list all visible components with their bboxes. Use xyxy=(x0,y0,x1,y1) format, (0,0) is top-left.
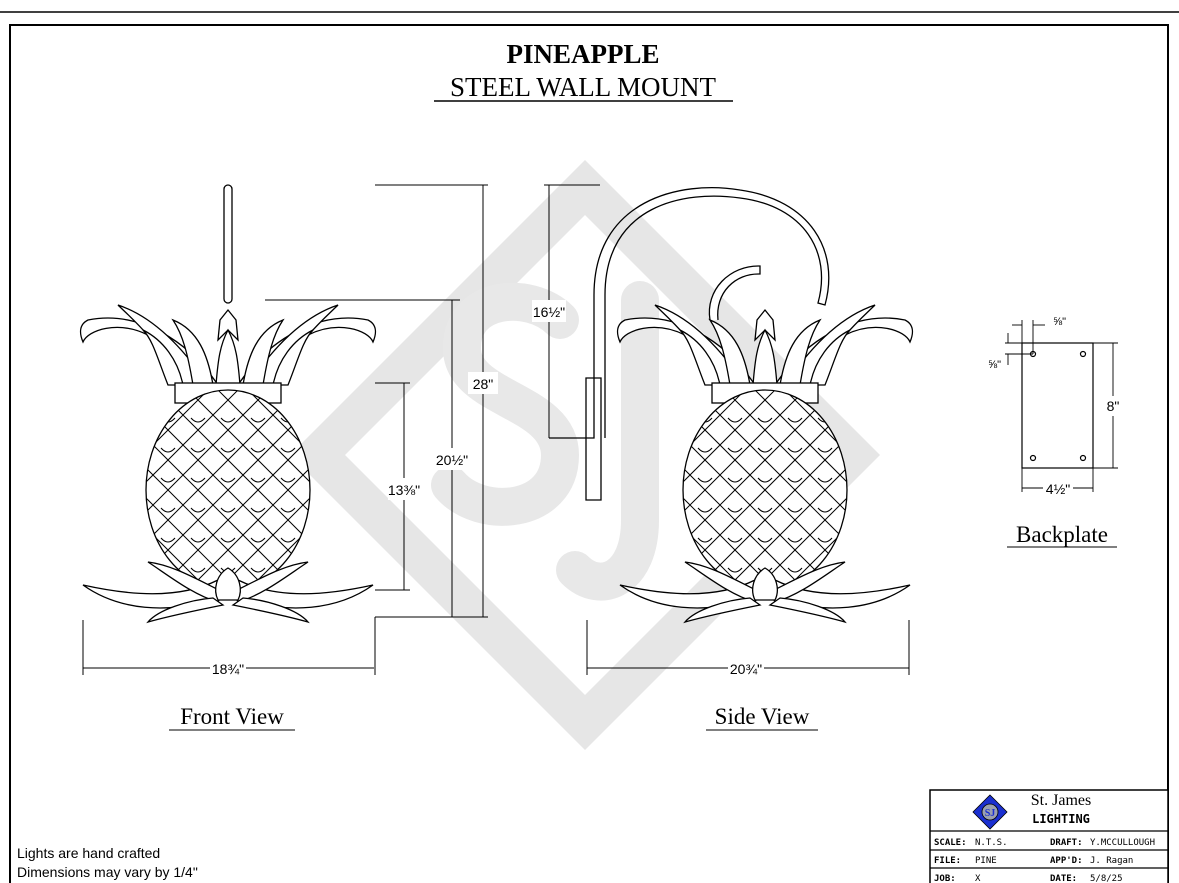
file-value: PINE xyxy=(975,856,997,866)
title-block: SJ St. James LIGHTING SCALE: N.T.S. DRAF… xyxy=(929,789,1169,883)
watermark-letter-s xyxy=(431,282,580,526)
side-view: 16½" 20¾" Side View xyxy=(532,184,985,731)
dim-fixture-height: 20½" xyxy=(436,452,468,468)
side-arm xyxy=(549,187,830,439)
draft-key: DRAFT: xyxy=(1050,838,1083,848)
dim-hole-offset-x: ⅝" xyxy=(1053,316,1066,328)
file-key: FILE: xyxy=(934,856,961,866)
backplate-rect xyxy=(1021,342,1094,469)
dim-body-height: 13⅜" xyxy=(388,482,420,498)
job-key: JOB: xyxy=(934,874,956,883)
scale-key: SCALE: xyxy=(934,838,967,848)
side-backplate xyxy=(585,377,602,501)
company-name: St. James xyxy=(1031,792,1091,809)
side-view-label: Side View xyxy=(715,704,810,729)
approved-key: APP'D: xyxy=(1050,856,1083,866)
dim-backplate-width: 4½" xyxy=(1046,481,1070,497)
title-line-2: STEEL WALL MOUNT xyxy=(450,72,716,102)
date-key: DATE: xyxy=(1050,874,1077,883)
note-hand-crafted: Lights are hand crafted xyxy=(17,845,161,861)
scale-value: N.T.S. xyxy=(975,838,1008,848)
backplate-label: Backplate xyxy=(1016,522,1108,547)
watermark-letter-j xyxy=(556,281,659,601)
backplate-view: ⅝" ⅝" 8" 4½" Backplate xyxy=(988,316,1125,548)
company-sub: LIGHTING xyxy=(1032,812,1090,826)
front-rod xyxy=(223,184,233,304)
dim-projection: 20¾" xyxy=(730,661,762,677)
front-pineapple xyxy=(8,305,448,622)
date-value: 5/8/25 xyxy=(1090,874,1123,883)
dim-front-width: 18¾" xyxy=(212,661,244,677)
front-view: 28" 20½" 13⅜" 18¾" Front View xyxy=(8,184,498,731)
dim-arm-height: 16½" xyxy=(533,304,565,320)
approved-value: J. Ragan xyxy=(1090,856,1133,866)
title-line-1: PINEAPPLE xyxy=(506,39,659,69)
draft-value: Y.MCCULLOUGH xyxy=(1090,838,1155,848)
company-logo: SJ xyxy=(972,794,1008,830)
note-dimensions: Dimensions may vary by 1/4" xyxy=(17,864,198,880)
job-value: X xyxy=(975,874,981,883)
sheet-border xyxy=(9,24,1169,883)
dim-backplate-height: 8" xyxy=(1107,398,1120,414)
front-view-label: Front View xyxy=(180,704,284,729)
logo-text: SJ xyxy=(985,808,996,819)
dim-overall-height: 28" xyxy=(473,376,494,392)
dim-hole-offset-y: ⅝" xyxy=(988,359,1001,371)
side-arm-scroll xyxy=(708,265,761,321)
